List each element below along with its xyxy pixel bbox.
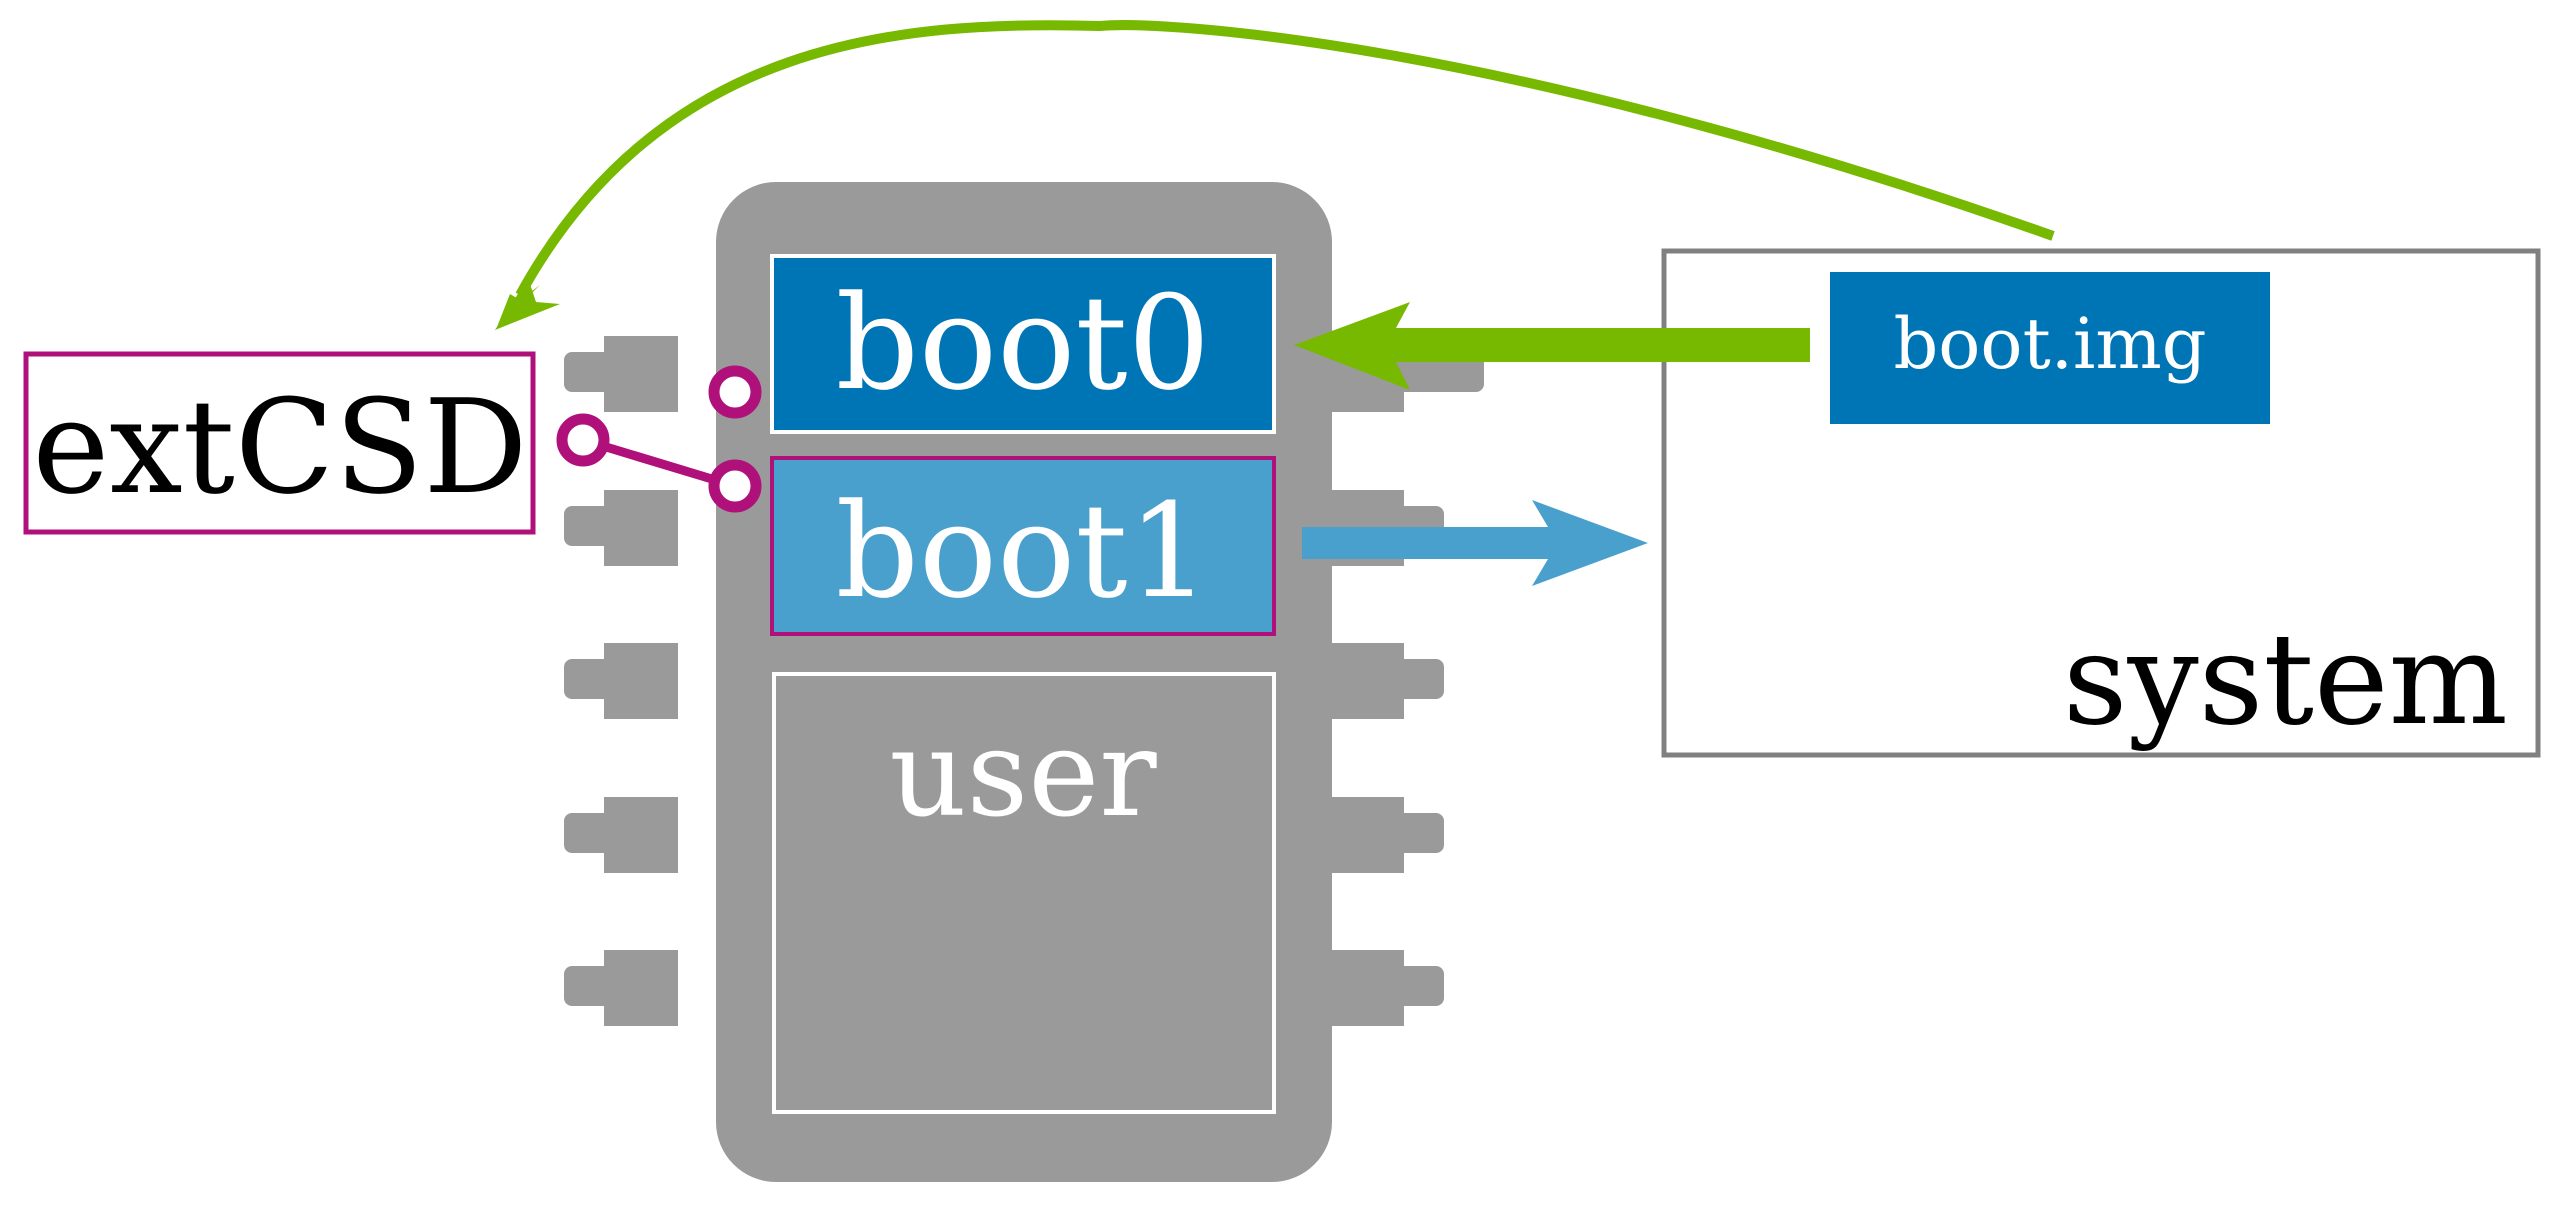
partition-boot0-label: boot0 bbox=[836, 267, 1211, 419]
partition-boot1-label: boot1 bbox=[836, 475, 1211, 627]
extcsd-register: extCSD bbox=[23, 351, 536, 535]
switch-connector-icon bbox=[556, 365, 762, 513]
pin-left-3 bbox=[564, 643, 678, 719]
boot-image-label: boot.img bbox=[1893, 303, 2206, 385]
pin-left-5 bbox=[564, 950, 678, 1026]
partition-boot1: boot1 bbox=[770, 456, 1276, 636]
partition-boot0: boot0 bbox=[770, 254, 1276, 434]
curved-arrow-icon bbox=[495, 20, 2055, 330]
partition-user-label: user bbox=[889, 705, 1157, 844]
pin-left-1 bbox=[564, 336, 678, 412]
system-label: system bbox=[2063, 606, 2508, 753]
pin-right-5 bbox=[1330, 950, 1444, 1026]
boot-image-file: boot.img bbox=[1830, 272, 2270, 424]
pin-left-4 bbox=[564, 797, 678, 873]
chip-pins-left bbox=[564, 336, 678, 1026]
arrow-right-icon bbox=[1302, 500, 1648, 586]
arrow-left-icon bbox=[1294, 302, 1810, 390]
extcsd-label: extCSD bbox=[32, 371, 527, 523]
pin-right-3 bbox=[1330, 643, 1444, 719]
chip-pins-right bbox=[1330, 336, 1484, 1026]
partition-user: user bbox=[772, 672, 1276, 1114]
pin-left-2 bbox=[564, 490, 678, 566]
pin-right-4 bbox=[1330, 797, 1444, 873]
